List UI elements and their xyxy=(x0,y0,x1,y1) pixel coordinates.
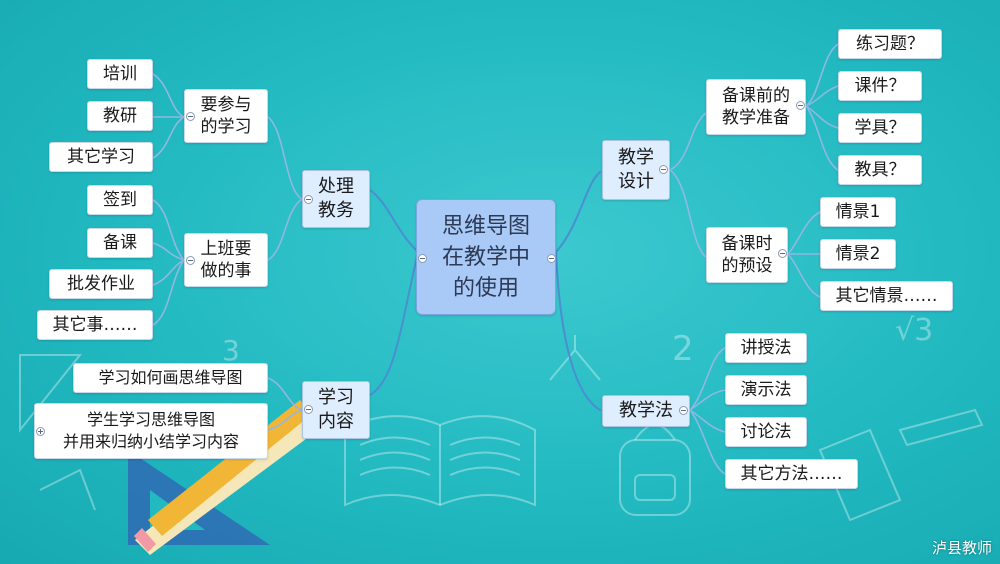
collapse-right-icon[interactable] xyxy=(547,254,556,263)
svg-text:3: 3 xyxy=(222,334,240,367)
collapse-left-icon[interactable] xyxy=(418,254,427,263)
branch-teaching-methods[interactable]: 教学法 xyxy=(602,395,690,427)
item-student-tools[interactable]: 学具？ xyxy=(838,113,922,143)
watermark-text: 泸县教师 xyxy=(931,539,992,557)
sub-pre-lesson-prep[interactable]: 备课前的 教学准备 xyxy=(706,79,806,135)
item-teaching-research[interactable]: 教研 xyxy=(87,101,153,131)
item-sign-in[interactable]: 签到 xyxy=(87,185,153,215)
item-other-scenarios[interactable]: 其它情景…… xyxy=(820,281,953,311)
collapse-work-tasks-icon[interactable] xyxy=(186,256,195,265)
item-scenario-1[interactable]: 情景1 xyxy=(820,197,896,227)
item-students-use-mindmap[interactable]: 学生学习思维导图 并用来归纳小结学习内容 xyxy=(34,403,268,459)
item-courseware[interactable]: 课件？ xyxy=(838,71,922,101)
collapse-teaching-methods-icon[interactable] xyxy=(679,406,688,415)
item-scenario-2[interactable]: 情景2 xyxy=(820,239,896,269)
item-demonstration-method[interactable]: 演示法 xyxy=(725,375,807,405)
expand-students-icon[interactable] xyxy=(36,427,45,436)
collapse-pre-lesson-icon[interactable] xyxy=(796,101,805,110)
item-teaching-aids[interactable]: 教具？ xyxy=(838,155,922,185)
svg-text:√3: √3 xyxy=(895,313,933,348)
central-topic[interactable]: 思维导图 在教学中 的使用 xyxy=(416,199,556,315)
branch-handle-affairs[interactable]: 处理 教务 xyxy=(302,170,370,228)
sub-participate-learning[interactable]: 要参与 的学习 xyxy=(184,89,268,143)
item-other-tasks[interactable]: 其它事…… xyxy=(37,310,153,340)
sub-work-tasks[interactable]: 上班要 做的事 xyxy=(184,233,268,287)
item-other-methods[interactable]: 其它方法…… xyxy=(725,459,858,489)
item-grade-homework[interactable]: 批发作业 xyxy=(49,269,153,299)
collapse-presets-icon[interactable] xyxy=(778,249,787,258)
item-lesson-prep[interactable]: 备课 xyxy=(87,228,153,258)
item-other-learning[interactable]: 其它学习 xyxy=(49,142,153,172)
sub-lesson-presets[interactable]: 备课时 的预设 xyxy=(706,227,788,283)
collapse-handle-affairs-icon[interactable] xyxy=(304,195,313,204)
svg-text:2: 2 xyxy=(672,329,694,369)
collapse-participate-icon[interactable] xyxy=(186,112,195,121)
item-how-to-draw-mindmap[interactable]: 学习如何画思维导图 xyxy=(73,363,268,393)
item-discussion-method[interactable]: 讨论法 xyxy=(725,417,807,447)
item-training[interactable]: 培训 xyxy=(87,59,153,89)
collapse-learning-content-icon[interactable] xyxy=(304,405,313,414)
item-lecture-method[interactable]: 讲授法 xyxy=(725,333,807,363)
collapse-teaching-design-icon[interactable] xyxy=(659,165,668,174)
branch-teaching-design[interactable]: 教学 设计 xyxy=(602,140,670,200)
branch-learning-content[interactable]: 学习 内容 xyxy=(302,381,370,439)
item-exercises[interactable]: 练习题？ xyxy=(838,29,942,59)
